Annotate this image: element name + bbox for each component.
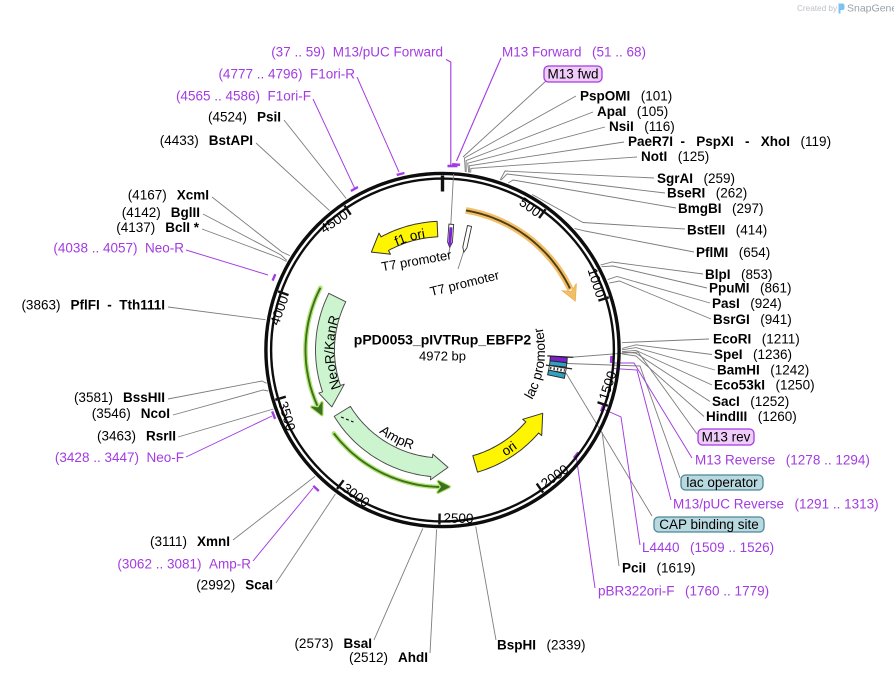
svg-text:CAP binding site: CAP binding site	[659, 517, 759, 532]
svg-text:4972 bp: 4972 bp	[419, 349, 466, 364]
svg-text:SpeI(1236): SpeI(1236)	[714, 347, 792, 362]
svg-text:(4524)PsiI: (4524)PsiI	[208, 110, 281, 125]
svg-text:2500: 2500	[443, 511, 473, 527]
svg-text:Created by: Created by	[797, 4, 838, 13]
svg-text:(4565 .. 4586) F1ori-F: (4565 .. 4586) F1ori-F	[176, 89, 311, 104]
svg-text:(4777 .. 4796) F1ori-R: (4777 .. 4796) F1ori-R	[218, 67, 355, 82]
svg-text:(4038 .. 4057) Neo-R: (4038 .. 4057) Neo-R	[53, 241, 184, 256]
svg-text:SnapGene: SnapGene	[847, 3, 894, 15]
svg-text:Eco53kI(1250): Eco53kI(1250)	[714, 378, 815, 393]
svg-text:M13/pUC Reverse(1291 .. 1313): M13/pUC Reverse(1291 .. 1313)	[673, 497, 879, 512]
svg-text:(2573)BsaI: (2573)BsaI	[294, 636, 372, 651]
svg-text:(3062 .. 3081) Amp-R: (3062 .. 3081) Amp-R	[117, 557, 251, 572]
svg-text:M13 rev: M13 rev	[702, 430, 751, 445]
svg-text:pPD0053_pIVTRup_EBFP2: pPD0053_pIVTRup_EBFP2	[354, 332, 532, 348]
svg-text:PaeR7I - PspXI - XhoI(1: PaeR7I - PspXI - XhoI(119)	[628, 134, 831, 149]
svg-text:L4440(1509 .. 1526): L4440(1509 .. 1526)	[642, 540, 774, 555]
svg-text:lac operator: lac operator	[686, 475, 758, 490]
svg-text:M13 fwd: M13 fwd	[547, 67, 598, 82]
svg-text:(3863)PflFI - Tth111I: (3863)PflFI - Tth111I	[21, 298, 165, 313]
svg-text:SacI(1252): SacI(1252)	[712, 394, 789, 409]
svg-text:(2992)ScaI: (2992)ScaI	[196, 578, 273, 593]
svg-text:BmgBI(297): BmgBI(297)	[678, 201, 764, 216]
svg-text:(3428 .. 3447) Neo-F: (3428 .. 3447) Neo-F	[55, 450, 184, 465]
svg-text:PspOMI(101): PspOMI(101)	[580, 89, 672, 104]
svg-text:PciI(1619): PciI(1619)	[622, 561, 696, 576]
svg-text:M13 Forward(51 .. 68): M13 Forward(51 .. 68)	[502, 45, 646, 60]
svg-text:(37 .. 59) M13/pUC Forward: (37 .. 59) M13/pUC Forward	[271, 45, 443, 60]
